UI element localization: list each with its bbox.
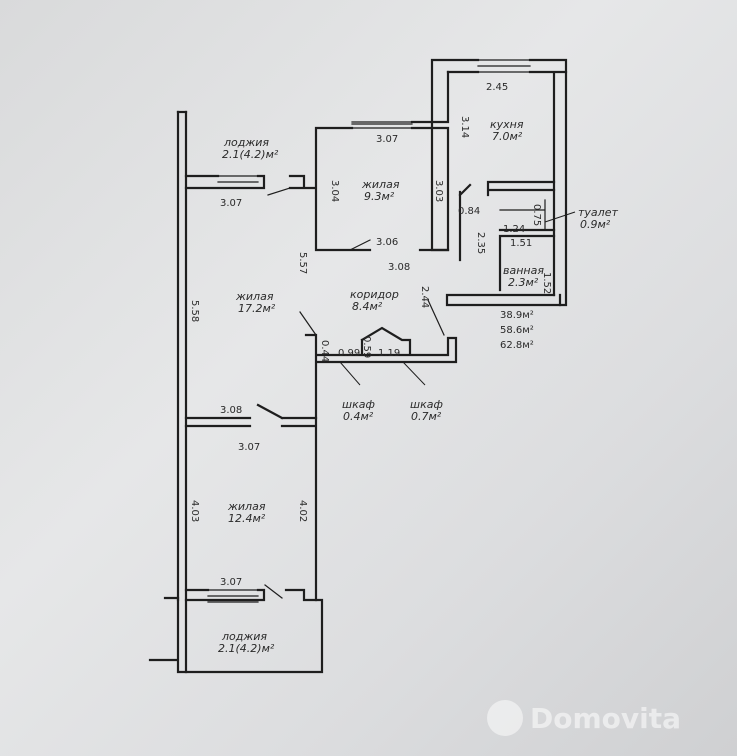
total-living: 38.9м² (500, 310, 534, 321)
dim-closet-c: 0.59 (361, 336, 372, 358)
dim-bath-width: 1.51 (510, 238, 532, 249)
dim-big-left: 5.58 (189, 300, 200, 322)
loggia-bottom-area: 2.1(4.2)м² (218, 642, 275, 655)
dim-bedroom-right: 4.02 (297, 500, 308, 522)
kitchen-name: кухня (490, 118, 524, 131)
bedroom-name: жилая (227, 500, 266, 513)
corridor-area: 8.4м² (352, 300, 383, 313)
wardrobe-1-area: 0.4м² (343, 410, 374, 423)
dim-bath-right: 1.52 (541, 272, 552, 294)
dim-bath-left: 2.35 (475, 232, 486, 254)
wardrobe-2-area: 0.7м² (411, 410, 442, 423)
dim-corridor-right: 2.44 (419, 286, 430, 308)
wardrobe-2-name: шкаф (410, 398, 443, 411)
total-general: 58.6м² (500, 325, 534, 336)
dim-bedroom-left: 4.03 (189, 500, 200, 522)
small-room-name: жилая (361, 178, 400, 191)
dim-kitchen-height: 3.14 (459, 116, 470, 138)
loggia-top-area: 2.1(4.2)м² (222, 148, 279, 161)
small-room-walls (288, 126, 450, 252)
dim-big-top: 3.07 (220, 198, 242, 209)
dim-kitchen-width: 2.45 (486, 82, 508, 93)
kitchen-area: 7.0м² (492, 130, 523, 143)
total-with-loggia: 62.8м² (500, 340, 534, 351)
dim-small-bottom-b: 3.08 (388, 262, 410, 273)
dim-closet-a: 0.44 (319, 340, 330, 362)
dim-closet-d: 1.19 (378, 348, 400, 359)
dim-small-left: 3.04 (329, 180, 340, 202)
bathroom-area: 2.3м² (508, 276, 539, 289)
loggia-top-name: лоджия (223, 136, 269, 149)
dim-bedroom-top-a: 3.08 (220, 405, 242, 416)
dim-closet-b: 0.99 (338, 348, 360, 359)
bedroom-walls (184, 403, 318, 602)
bathroom-name: ванная (503, 264, 544, 277)
dim-small-bottom-a: 3.06 (376, 237, 398, 248)
left-outer-wall (176, 110, 188, 602)
loggia-bottom-name: лоджия (221, 630, 267, 643)
dim-toilet-height: 0.75 (531, 204, 542, 226)
dim-bedroom-bottom: 3.07 (220, 577, 242, 588)
dim-toilet-width: 1.24 (503, 224, 525, 235)
toilet-area: 0.9м² (580, 218, 611, 231)
bedroom-area: 12.4м² (228, 512, 266, 525)
dim-small-right: 3.03 (433, 180, 444, 202)
toilet-name: туалет (578, 206, 618, 219)
dim-small-top: 3.07 (376, 134, 398, 145)
small-room-area: 9.3м² (364, 190, 395, 203)
big-room-area: 17.2м² (238, 302, 276, 315)
dim-kitchen-door: 0.84 (458, 206, 480, 217)
dim-big-right: 5.57 (297, 252, 308, 274)
big-room-name: жилая (235, 290, 274, 303)
wardrobe-1-name: шкаф (342, 398, 375, 411)
bath-walls (458, 180, 556, 292)
watermark-logo-icon (487, 700, 523, 736)
dim-bedroom-top-b: 3.07 (238, 442, 260, 453)
corridor-name: коридор (350, 288, 399, 301)
watermark-text: Domovita (530, 702, 681, 735)
